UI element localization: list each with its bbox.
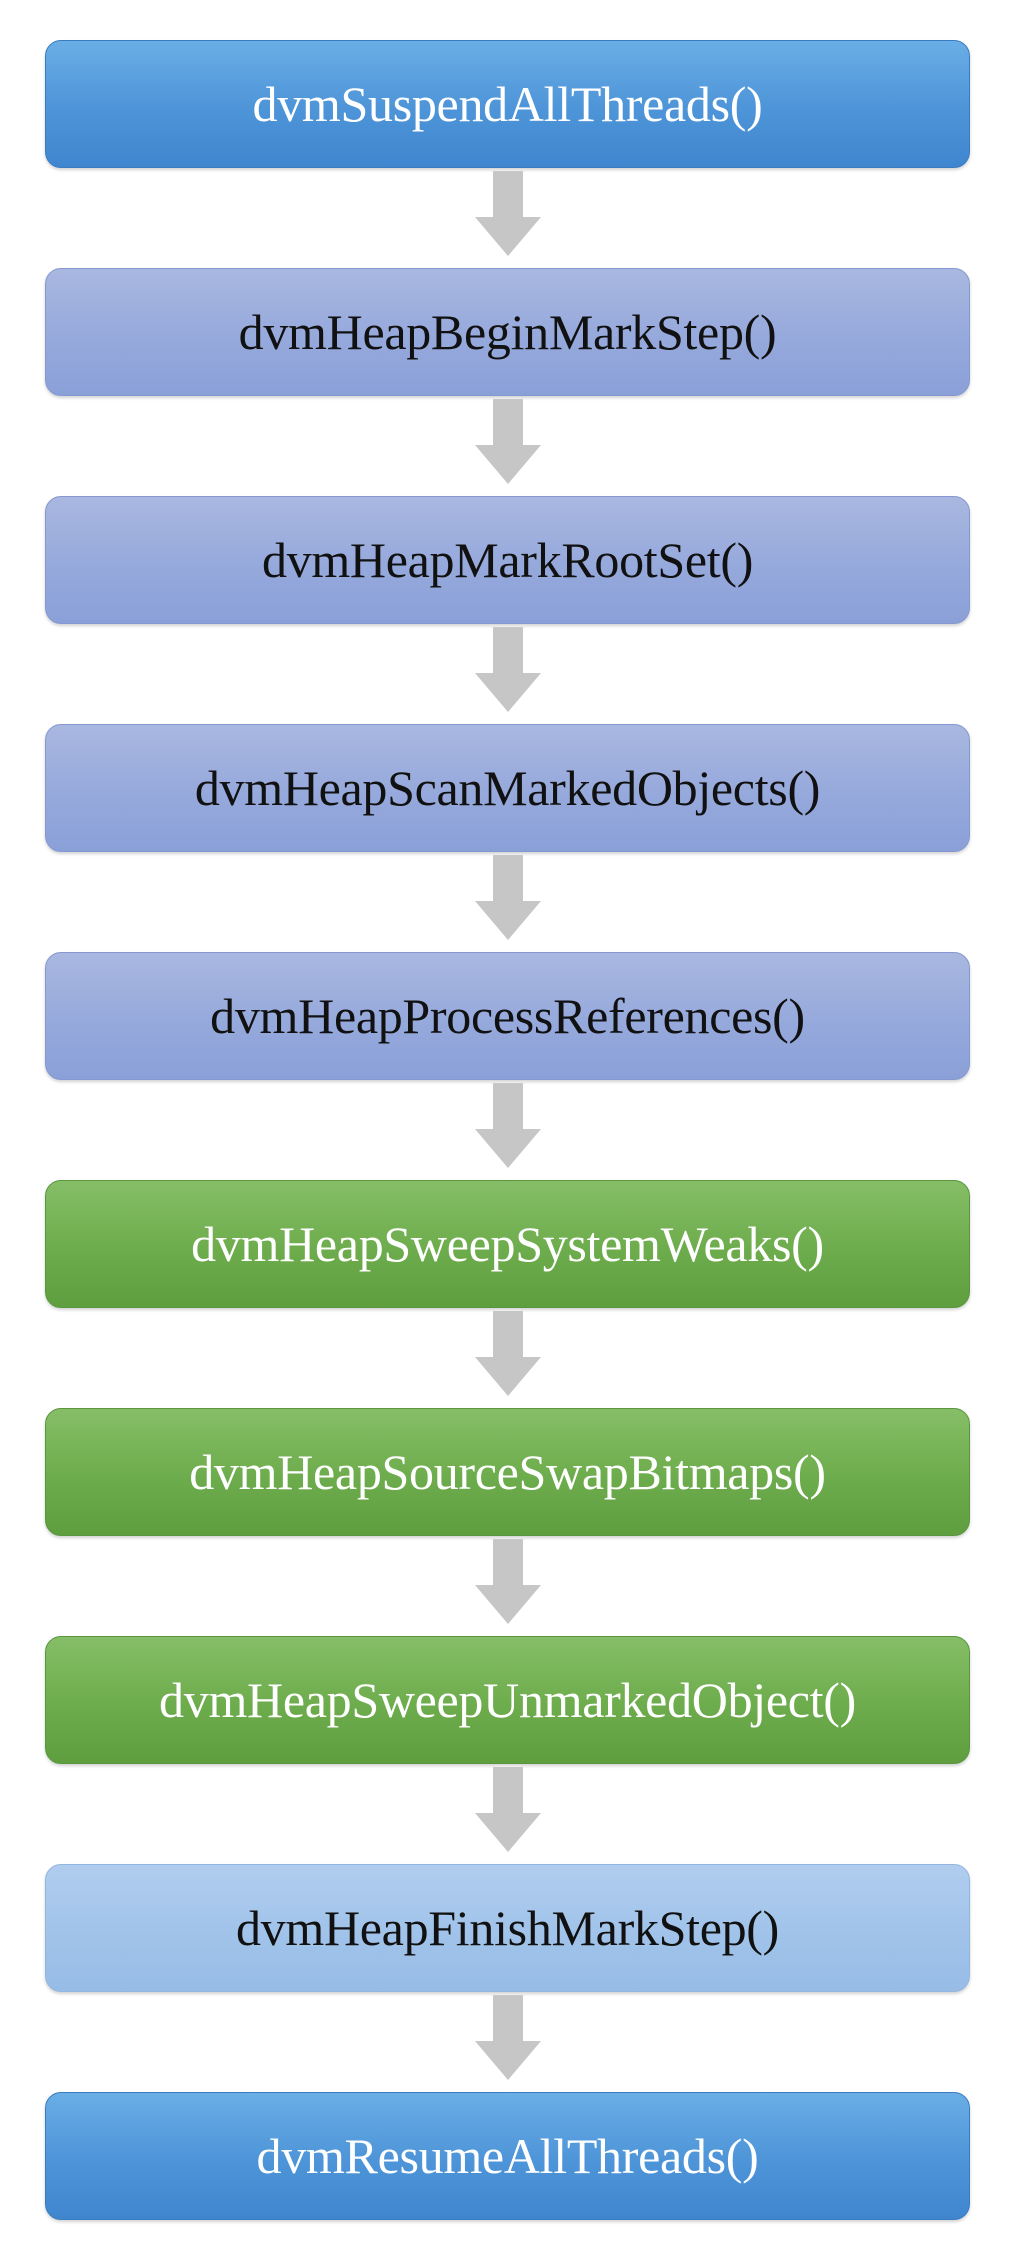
down-arrow-icon xyxy=(475,1767,541,1852)
down-arrow-icon xyxy=(475,1083,541,1168)
down-arrow-icon xyxy=(475,171,541,256)
step-label: dvmHeapBeginMarkStep() xyxy=(238,304,777,360)
step-label: dvmHeapFinishMarkStep() xyxy=(235,1900,780,1956)
down-arrow-icon xyxy=(475,1311,541,1396)
down-arrow-icon xyxy=(475,1539,541,1624)
step-label: dvmHeapScanMarkedObjects() xyxy=(194,760,821,816)
down-arrow-icon xyxy=(475,1995,541,2080)
step-heap-sweep-unmarked-object: dvmHeapSweepUnmarkedObject() xyxy=(45,1636,970,1764)
step-heap-begin-mark-step: dvmHeapBeginMarkStep() xyxy=(45,268,970,396)
step-resume-all-threads: dvmResumeAllThreads() xyxy=(45,2092,970,2220)
down-arrow-icon xyxy=(475,855,541,940)
step-heap-finish-mark-step: dvmHeapFinishMarkStep() xyxy=(45,1864,970,1992)
step-label: dvmHeapSourceSwapBitmaps() xyxy=(189,1444,826,1500)
step-label: dvmHeapSweepSystemWeaks() xyxy=(191,1216,824,1272)
step-heap-scan-marked-objects: dvmHeapScanMarkedObjects() xyxy=(45,724,970,852)
step-label: dvmSuspendAllThreads() xyxy=(252,76,763,132)
step-label: dvmHeapProcessReferences() xyxy=(210,988,805,1044)
step-label: dvmHeapSweepUnmarkedObject() xyxy=(159,1672,856,1728)
step-label: dvmHeapMarkRootSet() xyxy=(261,532,754,588)
step-heap-process-references: dvmHeapProcessReferences() xyxy=(45,952,970,1080)
step-heap-sweep-system-weaks: dvmHeapSweepSystemWeaks() xyxy=(45,1180,970,1308)
step-heap-mark-root-set: dvmHeapMarkRootSet() xyxy=(45,496,970,624)
down-arrow-icon xyxy=(475,399,541,484)
step-heap-source-swap-bitmaps: dvmHeapSourceSwapBitmaps() xyxy=(45,1408,970,1536)
down-arrow-icon xyxy=(475,627,541,712)
step-label: dvmResumeAllThreads() xyxy=(256,2128,759,2184)
step-suspend-all-threads: dvmSuspendAllThreads() xyxy=(45,40,970,168)
